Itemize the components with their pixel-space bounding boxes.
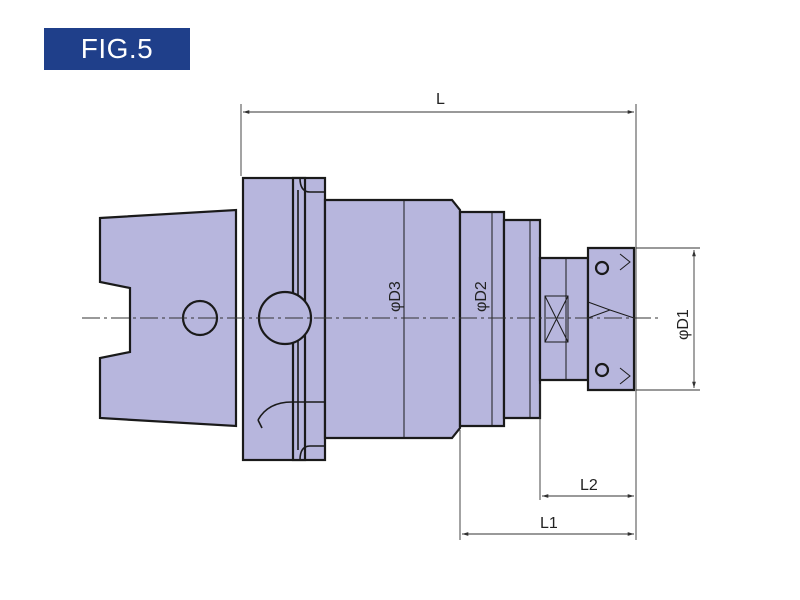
label-D2: φD2 [473,281,490,312]
taper-shank [98,208,238,428]
collet-neck [538,256,590,382]
label-D1: φD1 [675,309,692,340]
clamp-screw-bottom [594,362,610,378]
nose-step [502,218,542,420]
label-L2: L2 [580,477,598,494]
collet-hatch [544,295,569,343]
clamp-nut [586,246,636,392]
drive-key-slot [257,401,325,421]
label-L1: L1 [540,515,558,532]
figure-label: FIG.5 [44,28,190,70]
clamp-screw-top [594,260,610,276]
main-body [323,198,462,440]
flange-notch [299,177,325,193]
nose-section [458,210,506,428]
label-L: L [436,91,445,108]
label-D3: φD3 [387,281,404,312]
